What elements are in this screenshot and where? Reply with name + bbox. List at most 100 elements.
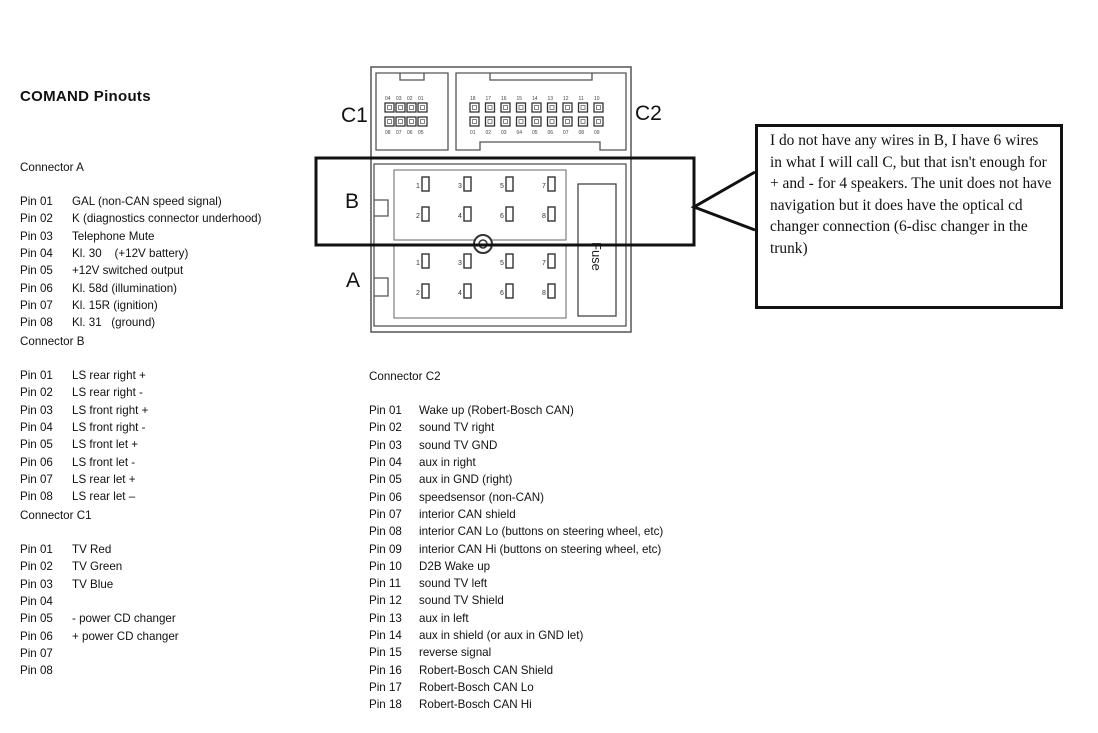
pin-number: Pin 03 — [20, 577, 53, 591]
c2-bottom-pin-09 — [593, 116, 604, 127]
pin-description: interior CAN Hi (buttons on steering whe… — [419, 542, 662, 556]
pin-description: TV Red — [72, 543, 112, 557]
b-pin-label: 5 — [500, 183, 504, 190]
pin-description: Kl. 30 (+12V battery) — [72, 247, 189, 261]
c1-top-pin-03 — [395, 102, 406, 113]
pin-number: Pin 17 — [369, 680, 402, 694]
b-pin-label: 2 — [416, 213, 420, 220]
connector-c2-pin-row: Pin 08 interior CAN Lo (buttons on steeri… — [369, 523, 663, 540]
pin-description: LS front right - — [72, 421, 146, 435]
connector-housing — [370, 66, 632, 333]
c2-pin-label: 05 — [532, 130, 538, 136]
c2-bottom-pin-07 — [562, 116, 573, 127]
pin-number: Pin 01 — [20, 369, 53, 383]
pin-description: aux in left — [419, 611, 469, 625]
label-c1: C1 — [341, 104, 368, 127]
b-pin-label: 3 — [458, 183, 462, 190]
a-pin-label: 5 — [500, 260, 504, 267]
c2-top-pin-14 — [531, 102, 542, 113]
pin-description: sound TV Shield — [419, 594, 504, 608]
b-pin-label: 7 — [542, 183, 546, 190]
pin-number: Pin 16 — [369, 663, 402, 677]
callout-pointer — [690, 170, 756, 232]
c2-pin-label: 16 — [501, 96, 507, 102]
pin-description: interior CAN Lo (buttons on steering whe… — [419, 525, 664, 539]
connector-c2-header: Connector C2 — [369, 369, 441, 383]
c1-pin-label: 08 — [385, 130, 391, 136]
pin-number: Pin 04 — [20, 421, 53, 435]
connector-b-pin-row: Pin 07 LS rear let + — [20, 471, 148, 488]
pin-number: Pin 07 — [20, 298, 53, 312]
pin-number: Pin 08 — [369, 525, 402, 539]
pin-number: Pin 12 — [369, 594, 402, 608]
pin-description: TV Green — [72, 560, 123, 574]
a-pin-label: 3 — [458, 260, 462, 267]
a-pin-label: 1 — [416, 260, 420, 267]
connector-c2-pin-row: Pin 17 Robert-Bosch CAN Lo — [369, 679, 663, 696]
a-pin-label: 7 — [542, 260, 546, 267]
pin-number: Pin 05 — [20, 612, 53, 626]
pin-description: LS rear right - — [72, 386, 143, 400]
pin-description: aux in GND (right) — [419, 473, 513, 487]
pin-number: Pin 05 — [369, 473, 402, 487]
a-pin-1 — [421, 253, 430, 269]
c1-bottom-pin-08 — [384, 116, 395, 127]
pin-number: Pin 07 — [20, 472, 53, 486]
connector-c2-pin-row: Pin 09 interior CAN Hi (buttons on steeri… — [369, 541, 663, 558]
pin-description: LS rear let – — [72, 490, 136, 504]
b-pin-8 — [547, 206, 556, 222]
pin-number: Pin 05 — [20, 438, 53, 452]
c1-bottom-pin-05 — [417, 116, 428, 127]
pin-description: sound TV GND — [419, 438, 498, 452]
c2-top-pin-13 — [546, 102, 558, 113]
pin-number: Pin 07 — [20, 646, 53, 660]
pin-number: Pin 14 — [369, 629, 402, 643]
c2-pin-label: 07 — [563, 130, 569, 136]
c2-top-pin-17 — [484, 102, 496, 113]
connector-c1-header: Connector C1 — [20, 508, 92, 522]
pin-description: Robert-Bosch CAN Lo — [419, 680, 534, 694]
a-pin-label: 4 — [458, 290, 462, 297]
connector-b-pin-row: Pin 05 LS front let + — [20, 436, 148, 453]
c2-pin-label: 13 — [548, 96, 554, 102]
connector-c1-pin-row: Pin 08 — [20, 662, 179, 679]
pin-number: Pin 09 — [369, 542, 402, 556]
c2-pin-label: 04 — [517, 130, 523, 136]
c2-bottom-pin-02 — [484, 116, 496, 127]
a-pin-2 — [421, 283, 430, 299]
pin-description: LS front let + — [72, 438, 139, 452]
b-pin-7 — [547, 176, 556, 192]
pin-description: LS rear let + — [72, 472, 136, 486]
pin-number: Pin 02 — [20, 386, 53, 400]
pin-description: Robert-Bosch CAN Shield — [419, 663, 554, 677]
c2-pin-label: 15 — [517, 96, 523, 102]
pin-number: Pin 01 — [20, 543, 53, 557]
fuse-label: Fuse — [589, 242, 604, 271]
c1-pin-label: 06 — [407, 130, 413, 136]
pin-description: sound TV right — [419, 421, 495, 435]
c2-pin-label: 09 — [594, 130, 600, 136]
c2-bottom-pin-03 — [500, 116, 511, 127]
pin-number: Pin 15 — [369, 646, 402, 660]
a-pin-6 — [505, 283, 514, 299]
pin-number: Pin 04 — [20, 595, 53, 609]
b-pin-5 — [505, 176, 514, 192]
c2-bottom-pin-08 — [577, 116, 589, 127]
pin-number: Pin 03 — [20, 403, 53, 417]
c2-pin-label: 18 — [470, 96, 476, 102]
